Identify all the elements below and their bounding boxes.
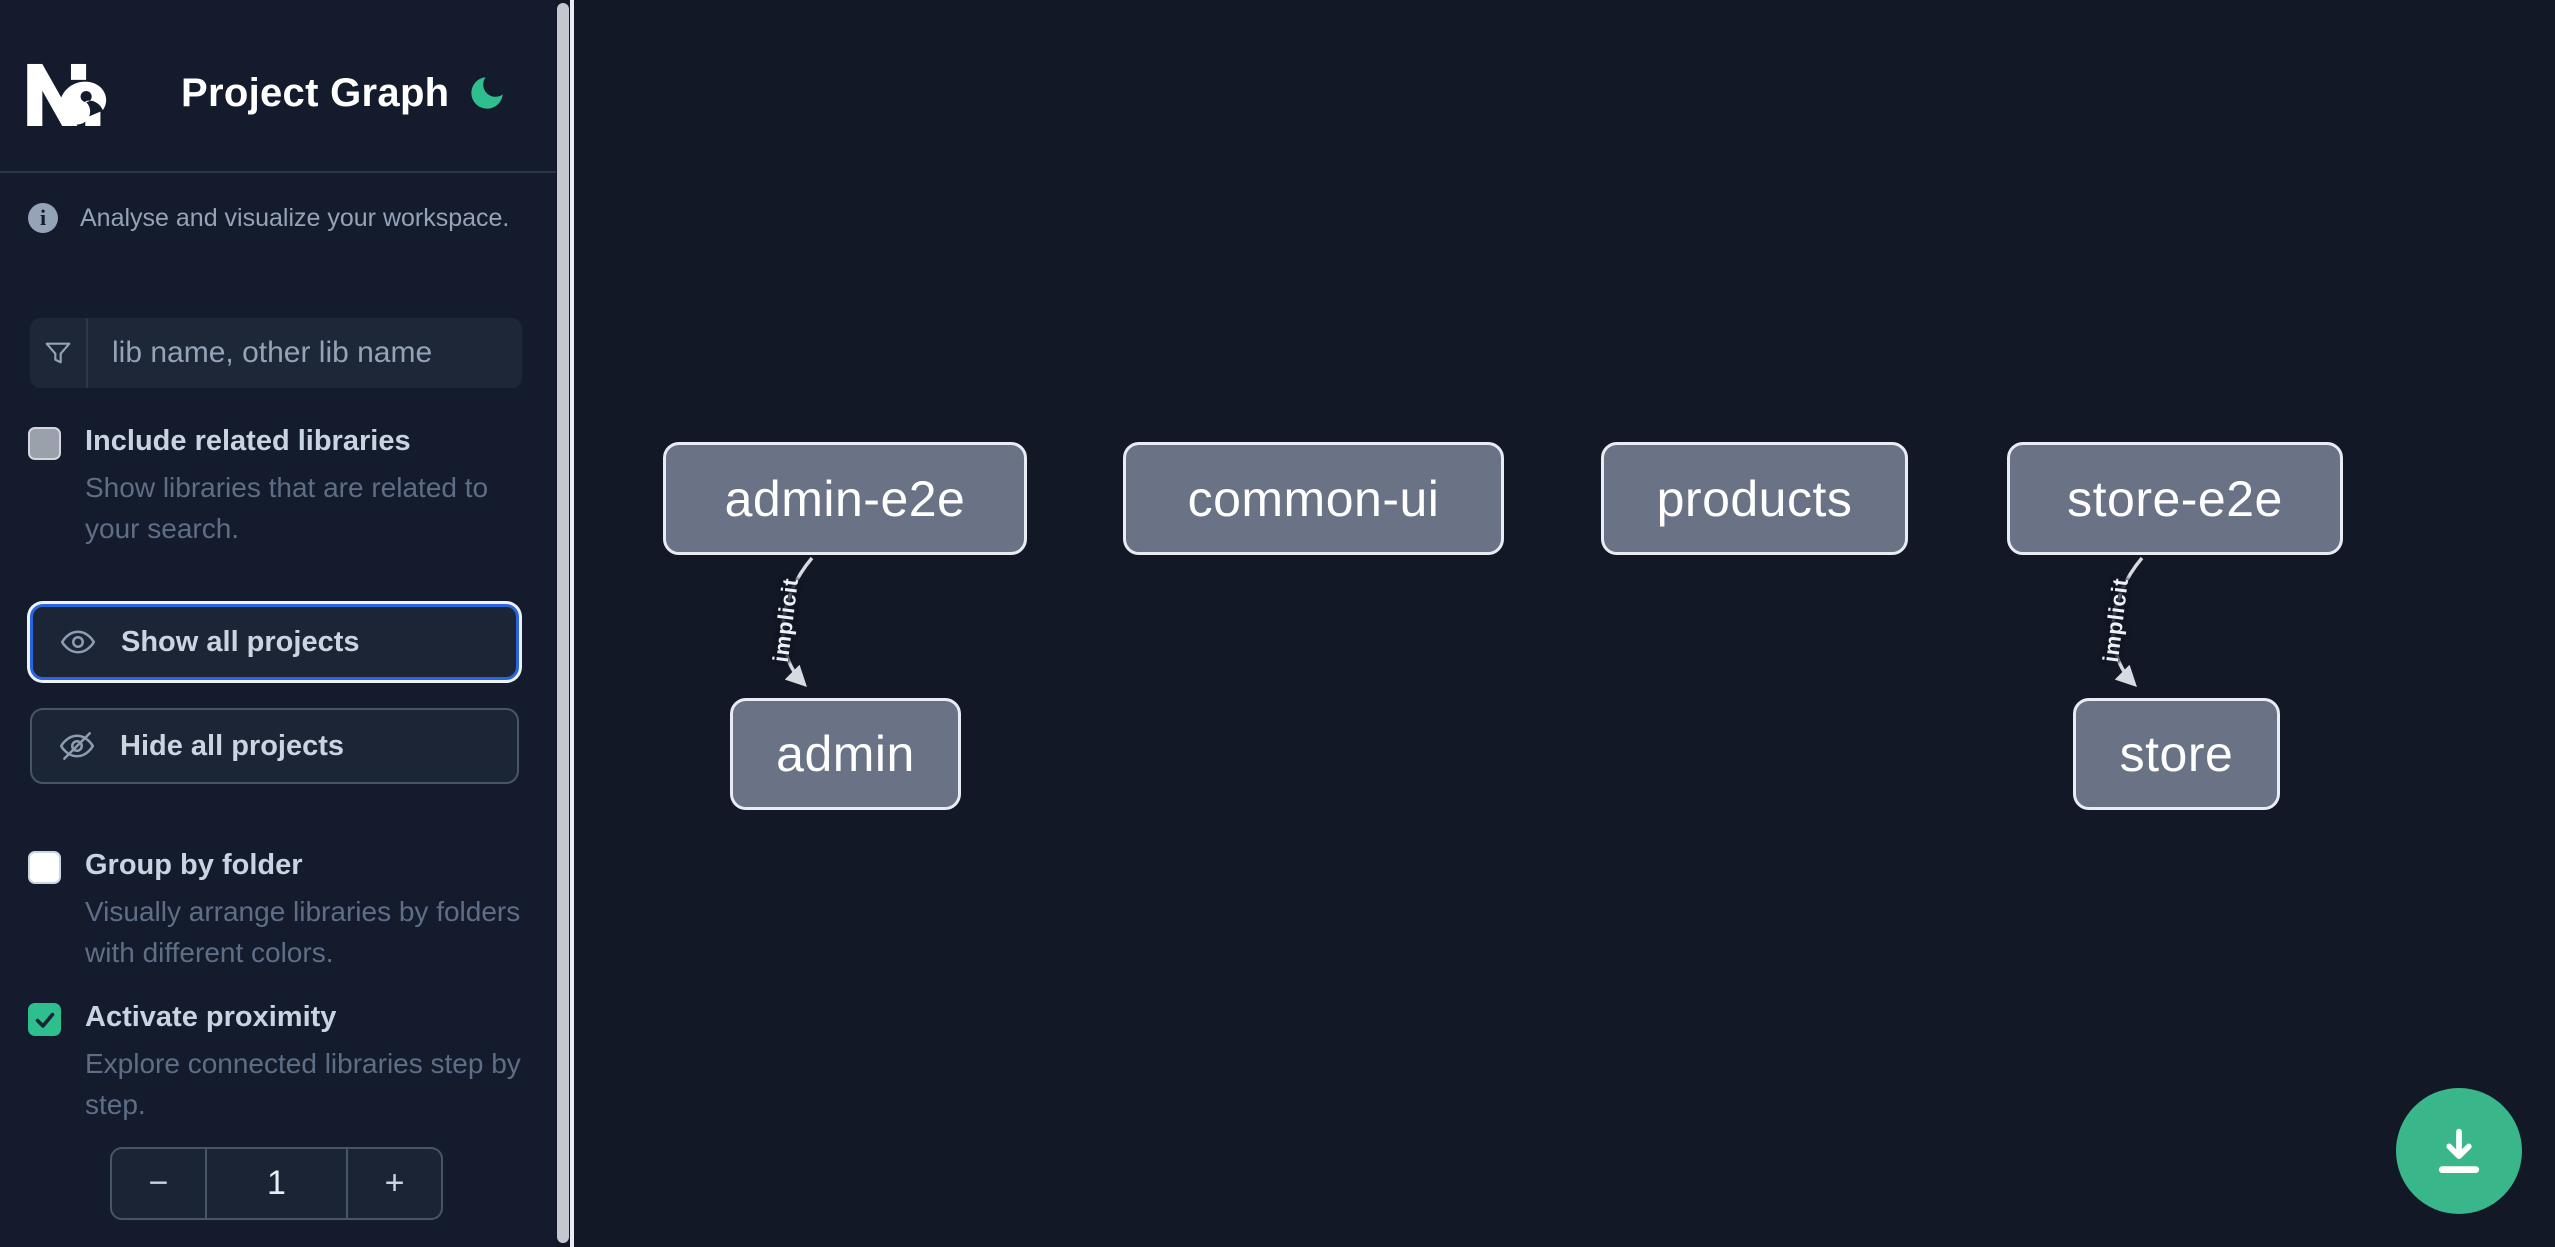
group-by-folder-description: Visually arrange libraries by folders wi… <box>85 896 521 968</box>
funnel-icon <box>30 318 88 388</box>
activate-proximity-checkbox[interactable] <box>28 1003 61 1036</box>
node-admin[interactable]: admin <box>730 698 961 810</box>
sidebar: Project Graph i Analyse and visualize yo… <box>0 0 556 1247</box>
download-icon <box>2438 1128 2480 1173</box>
project-graph-canvas[interactable]: implicit implicit admin-e2e common-ui pr… <box>574 0 2555 1247</box>
info-icon: i <box>28 203 58 233</box>
eye-off-icon <box>59 732 95 760</box>
download-graph-button[interactable] <box>2396 1088 2522 1214</box>
include-related-label: Include related libraries <box>85 425 411 457</box>
workspace-info: i Analyse and visualize your workspace. <box>28 203 528 233</box>
search-input[interactable] <box>88 318 522 388</box>
page-title: Project Graph <box>181 71 450 115</box>
filter-search <box>30 318 522 388</box>
eye-icon <box>60 630 96 654</box>
edge-store-e2e-store <box>2111 556 2144 687</box>
activate-proximity-toggle: Activate proximity Explore connected lib… <box>28 1001 528 1125</box>
proximity-depth-stepper: − 1 + <box>110 1147 443 1220</box>
info-text: Analyse and visualize your workspace. <box>80 203 510 232</box>
hide-all-projects-label: Hide all projects <box>120 729 345 762</box>
nx-logo <box>27 63 107 126</box>
proximity-depth-value[interactable]: 1 <box>267 1164 286 1202</box>
group-by-folder-label: Group by folder <box>85 849 303 881</box>
node-store-e2e[interactable]: store-e2e <box>2007 442 2343 555</box>
node-products[interactable]: products <box>1601 442 1908 555</box>
group-by-folder-toggle: Group by folder Visually arrange librari… <box>28 849 528 973</box>
include-related-description: Show libraries that are related to your … <box>85 472 489 544</box>
node-admin-e2e[interactable]: admin-e2e <box>663 442 1027 555</box>
node-store[interactable]: store <box>2073 698 2280 810</box>
sidebar-canvas-divider <box>570 0 574 1247</box>
hide-all-projects-button[interactable]: Hide all projects <box>30 708 519 784</box>
show-all-projects-label: Show all projects <box>121 625 360 658</box>
edges-layer <box>781 556 2144 687</box>
include-related-toggle: Include related libraries Show libraries… <box>28 425 528 549</box>
show-all-projects-button[interactable]: Show all projects <box>30 604 519 680</box>
include-related-checkbox[interactable] <box>28 427 61 460</box>
theme-toggle-button[interactable] <box>466 72 508 114</box>
moon-icon <box>471 77 503 109</box>
sidebar-scrollbar-thumb[interactable] <box>557 3 569 1243</box>
sidebar-header: Project Graph <box>0 0 556 173</box>
edge-admin-e2e-admin <box>781 556 814 687</box>
check-icon <box>35 1012 54 1028</box>
node-common-ui[interactable]: common-ui <box>1123 442 1504 555</box>
activate-proximity-description: Explore connected libraries step by step… <box>85 1048 521 1120</box>
increment-button[interactable]: + <box>346 1149 441 1218</box>
decrement-button[interactable]: − <box>112 1149 207 1218</box>
group-by-folder-checkbox[interactable] <box>28 851 61 884</box>
activate-proximity-label: Activate proximity <box>85 1001 337 1033</box>
